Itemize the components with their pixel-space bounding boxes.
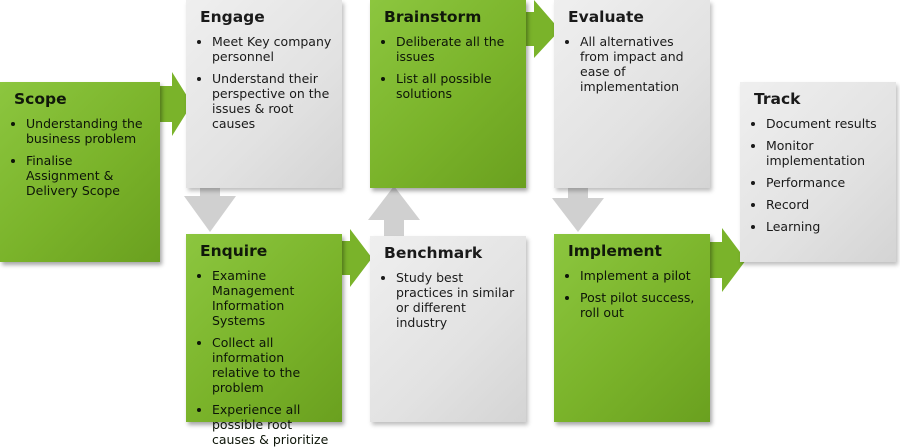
scope-box: Scope Understanding the business problem… bbox=[0, 82, 160, 262]
engage-list: Meet Key company personnel Understand th… bbox=[196, 34, 332, 131]
track-item-1: Document results bbox=[766, 116, 886, 131]
brainstorm-item-1: Deliberate all the issues bbox=[396, 34, 516, 64]
track-list: Document results Monitor implementation … bbox=[750, 116, 886, 234]
track-item-2: Monitor implementation bbox=[766, 138, 886, 168]
implement-title: Implement bbox=[568, 242, 662, 260]
arrow-scope-to-engage bbox=[150, 72, 192, 136]
track-box: Track Document results Monitor implement… bbox=[740, 82, 896, 262]
enquire-title: Enquire bbox=[200, 242, 268, 260]
brainstorm-item-2: List all possible solutions bbox=[396, 71, 516, 101]
scope-item-1: Understanding the business problem bbox=[26, 116, 150, 146]
engage-title: Engage bbox=[200, 8, 265, 26]
implement-list: Implement a pilot Post pilot success, ro… bbox=[564, 268, 700, 320]
enquire-box: Enquire Examine Management Information S… bbox=[186, 234, 342, 447]
evaluate-title: Evaluate bbox=[568, 8, 644, 26]
engage-box: Engage Meet Key company personnel Unders… bbox=[186, 0, 342, 188]
arrow-evaluate-to-implement bbox=[552, 186, 604, 232]
benchmark-box: Benchmark Study best practices in simila… bbox=[370, 236, 526, 422]
flow-arrows bbox=[150, 0, 746, 292]
track-item-4: Record bbox=[766, 197, 886, 212]
scope-list: Understanding the business problem Final… bbox=[10, 116, 150, 198]
track-title: Track bbox=[754, 90, 801, 108]
evaluate-item-1: All alternatives from impact and ease of… bbox=[580, 34, 700, 94]
engage-item-1: Meet Key company personnel bbox=[212, 34, 332, 64]
brainstorm-box: Brainstorm Deliberate all the issues Lis… bbox=[370, 0, 526, 188]
engage-item-2: Understand their perspective on the issu… bbox=[212, 71, 332, 131]
implement-item-2: Post pilot success, roll out bbox=[580, 290, 700, 320]
benchmark-title: Benchmark bbox=[384, 244, 483, 262]
benchmark-item-1: Study best practices in similar or diffe… bbox=[396, 270, 516, 330]
implement-box: Implement Implement a pilot Post pilot s… bbox=[554, 234, 710, 422]
enquire-item-3: Experience all possible root causes & pr… bbox=[212, 402, 332, 447]
evaluate-box: Evaluate All alternatives from impact an… bbox=[554, 0, 710, 188]
scope-title: Scope bbox=[14, 90, 67, 108]
brainstorm-title: Brainstorm bbox=[384, 8, 482, 26]
implement-item-1: Implement a pilot bbox=[580, 268, 700, 283]
enquire-item-1: Examine Management Information Systems bbox=[212, 268, 332, 328]
arrow-engage-to-enquire bbox=[184, 186, 236, 232]
enquire-item-2: Collect all information relative to the … bbox=[212, 335, 332, 395]
arrow-benchmark-to-brainstorm bbox=[368, 186, 420, 236]
track-item-5: Learning bbox=[766, 219, 886, 234]
scope-item-2: Finalise Assignment & Delivery Scope bbox=[26, 153, 150, 198]
benchmark-list: Study best practices in similar or diffe… bbox=[380, 270, 516, 330]
brainstorm-list: Deliberate all the issues List all possi… bbox=[380, 34, 516, 101]
arrow-implement-to-track bbox=[708, 228, 746, 292]
arrow-enquire-to-benchmark bbox=[338, 229, 372, 287]
enquire-list: Examine Management Information Systems C… bbox=[196, 268, 332, 447]
track-item-3: Performance bbox=[766, 175, 886, 190]
evaluate-list: All alternatives from impact and ease of… bbox=[564, 34, 700, 94]
arrow-brainstorm-to-evaluate bbox=[522, 0, 560, 58]
